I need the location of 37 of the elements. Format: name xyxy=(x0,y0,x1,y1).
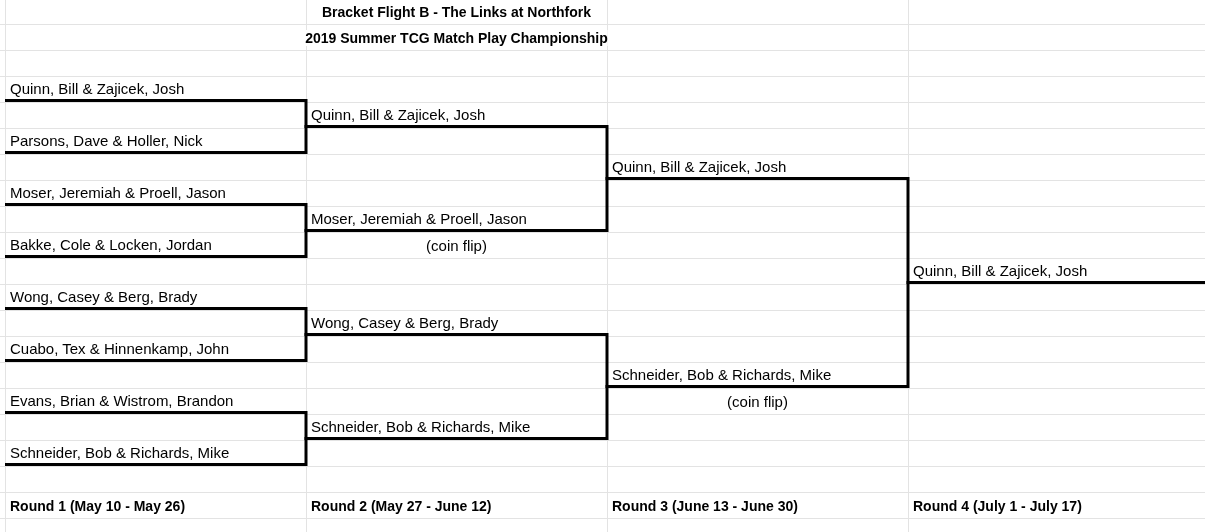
team-name: Wong, Casey & Berg, Brady xyxy=(311,313,499,331)
team-name: Quinn, Bill & Zajicek, Josh xyxy=(612,157,787,175)
round-label: Round 3 (June 13 - June 30) xyxy=(612,498,798,514)
team-name: Schneider, Bob & Richards, Mike xyxy=(612,365,832,383)
team-name: Quinn, Bill & Zajicek, Josh xyxy=(913,261,1088,279)
bracket-line xyxy=(304,203,308,232)
bracket-line xyxy=(605,333,609,388)
team-name: Moser, Jeremiah & Proell, Jason xyxy=(311,209,527,227)
team-name: Parsons, Dave & Holler, Nick xyxy=(10,131,203,149)
bracket-line xyxy=(304,125,308,154)
team-name: Quinn, Bill & Zajicek, Josh xyxy=(10,79,185,97)
bracket-line xyxy=(304,307,308,336)
bracket-line xyxy=(605,177,609,232)
bracket-line xyxy=(304,333,308,362)
team-name: Moser, Jeremiah & Proell, Jason xyxy=(10,183,226,201)
round-label: Round 4 (July 1 - July 17) xyxy=(913,498,1082,514)
bracket-line xyxy=(906,281,910,388)
team-name: Bakke, Cole & Locken, Jordan xyxy=(10,235,212,253)
title-text: Bracket Flight B - The Links at Northfork xyxy=(321,4,592,20)
team-name: Schneider, Bob & Richards, Mike xyxy=(311,417,531,435)
team-name: Evans, Brian & Wistrom, Brandon xyxy=(10,391,234,409)
team-name: Schneider, Bob & Richards, Mike xyxy=(10,443,230,461)
bracket-line xyxy=(906,177,910,284)
team-name: Wong, Casey & Berg, Brady xyxy=(10,287,198,305)
bracket-line xyxy=(304,229,308,258)
bracket-line xyxy=(304,99,308,128)
subtitle-text: 2019 Summer TCG Match Play Championship xyxy=(305,30,608,46)
bracket-line xyxy=(304,411,308,440)
bracket-line xyxy=(304,437,308,466)
round-label: Round 2 (May 27 - June 12) xyxy=(311,498,492,514)
team-name: Cuabo, Tex & Hinnenkamp, John xyxy=(10,339,230,357)
note-text: (coin flip) xyxy=(426,237,487,254)
bracket-line xyxy=(605,385,609,440)
note-text: (coin flip) xyxy=(727,393,788,410)
team-name: Quinn, Bill & Zajicek, Josh xyxy=(311,105,486,123)
round-label: Round 1 (May 10 - May 26) xyxy=(10,498,186,514)
bracket-line xyxy=(605,125,609,180)
